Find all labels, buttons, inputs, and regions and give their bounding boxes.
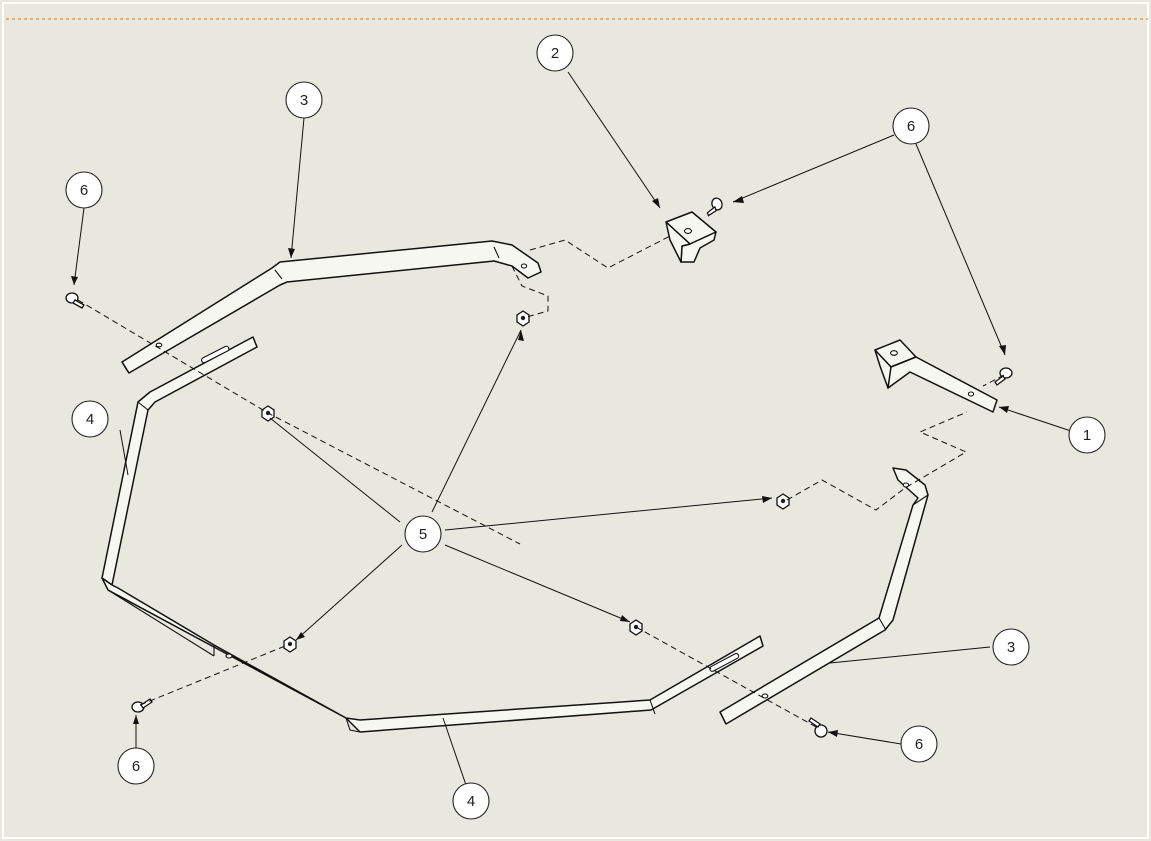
nut-hardware <box>261 310 790 653</box>
balloon-item-4-lower[interactable]: 4 <box>452 782 490 820</box>
assembly-paths <box>77 235 1005 729</box>
part-2-bracket[interactable] <box>665 211 717 263</box>
part-4-slot <box>709 653 740 672</box>
balloon-label: 4 <box>467 793 475 810</box>
balloon-item-5[interactable]: 5 <box>404 515 442 553</box>
balloon-item-3-lower[interactable]: 3 <box>992 628 1030 666</box>
balloon-item-6-upper-right[interactable]: 6 <box>892 107 930 145</box>
balloon-label: 6 <box>915 736 923 753</box>
part-1-hole <box>967 391 975 397</box>
part-4-slot <box>201 345 230 364</box>
balloon-item-1[interactable]: 1 <box>1068 416 1106 454</box>
balloon-label: 4 <box>86 411 94 428</box>
balloon-label: 1 <box>1083 427 1091 444</box>
balloon-item-4-upper[interactable]: 4 <box>71 400 109 438</box>
leader-lines <box>73 71 1072 786</box>
balloon-label: 6 <box>132 758 140 775</box>
part-3-hole <box>520 263 528 269</box>
balloon-item-3-upper[interactable]: 3 <box>285 81 323 119</box>
bolt-hardware <box>65 197 1013 738</box>
balloon-label: 6 <box>907 118 915 135</box>
balloon-label: 2 <box>551 45 559 62</box>
part-3-lower-bar[interactable] <box>719 467 929 725</box>
part-4-hole <box>225 653 233 659</box>
part-3-hole <box>761 693 769 699</box>
part-2-hole <box>683 228 693 234</box>
balloon-label: 3 <box>300 92 308 109</box>
leader-arrows <box>71 196 1009 737</box>
part-3-hole <box>902 482 910 488</box>
part-3-hole <box>155 342 163 348</box>
part-1-hole <box>890 350 898 356</box>
balloon-label: 6 <box>80 182 88 199</box>
balloon-item-2[interactable]: 2 <box>536 34 574 72</box>
balloon-item-6-left[interactable]: 6 <box>65 171 103 209</box>
balloon-label: 3 <box>1007 639 1015 656</box>
part-4-lower-strap[interactable] <box>101 577 764 733</box>
part-3-upper-bar[interactable] <box>121 240 542 374</box>
balloon-item-6-bottom-left[interactable]: 6 <box>117 747 155 785</box>
balloon-item-6-bottom-right[interactable]: 6 <box>900 725 938 763</box>
part-1-bracket[interactable] <box>874 339 998 413</box>
balloon-label: 5 <box>419 526 427 543</box>
